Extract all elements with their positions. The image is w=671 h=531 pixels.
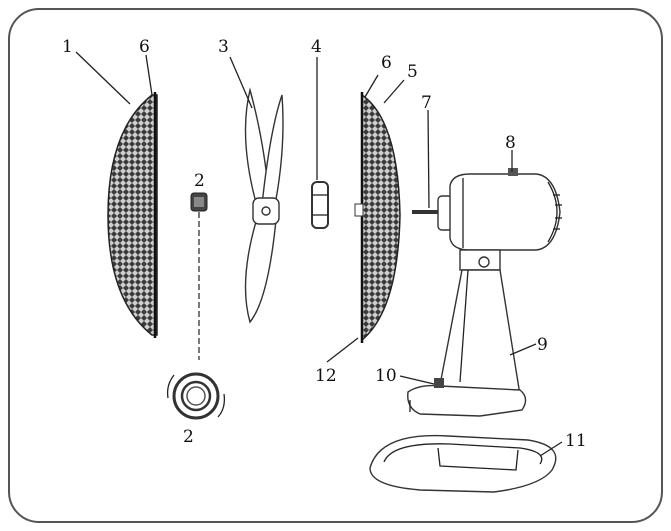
label-spinner-ring: 2 — [183, 427, 194, 447]
leader-lines — [75, 51, 563, 457]
base-housing — [407, 378, 527, 417]
rear-grille — [354, 92, 401, 343]
blade-nut — [311, 181, 329, 229]
front-grille — [107, 92, 158, 338]
spinner-ring — [166, 372, 226, 420]
spinner — [190, 192, 208, 360]
label-spinner: 2 — [194, 171, 205, 191]
label-blade: 3 — [218, 37, 229, 57]
label-blade-nut: 4 — [311, 37, 322, 57]
label-base: 11 — [565, 431, 587, 451]
label-rear-grille-screw: 12 — [315, 366, 337, 386]
fan-blade — [244, 87, 284, 324]
base-plate — [369, 434, 557, 493]
label-guard-clip: 5 — [407, 62, 418, 82]
label-rear-grille-rim: 6 — [381, 53, 392, 73]
label-control-knob: 10 — [375, 366, 397, 386]
motor-housing — [412, 168, 562, 271]
label-oscillation-knob: 8 — [505, 133, 516, 153]
label-front-grille: 1 — [62, 37, 73, 57]
label-motor-shaft: 7 — [421, 93, 432, 113]
part-labels: 1 6 3 4 6 5 7 8 2 9 12 10 2 11 — [62, 37, 587, 451]
label-stand-pole: 9 — [537, 335, 548, 355]
label-front-grille-rim: 6 — [139, 37, 150, 57]
